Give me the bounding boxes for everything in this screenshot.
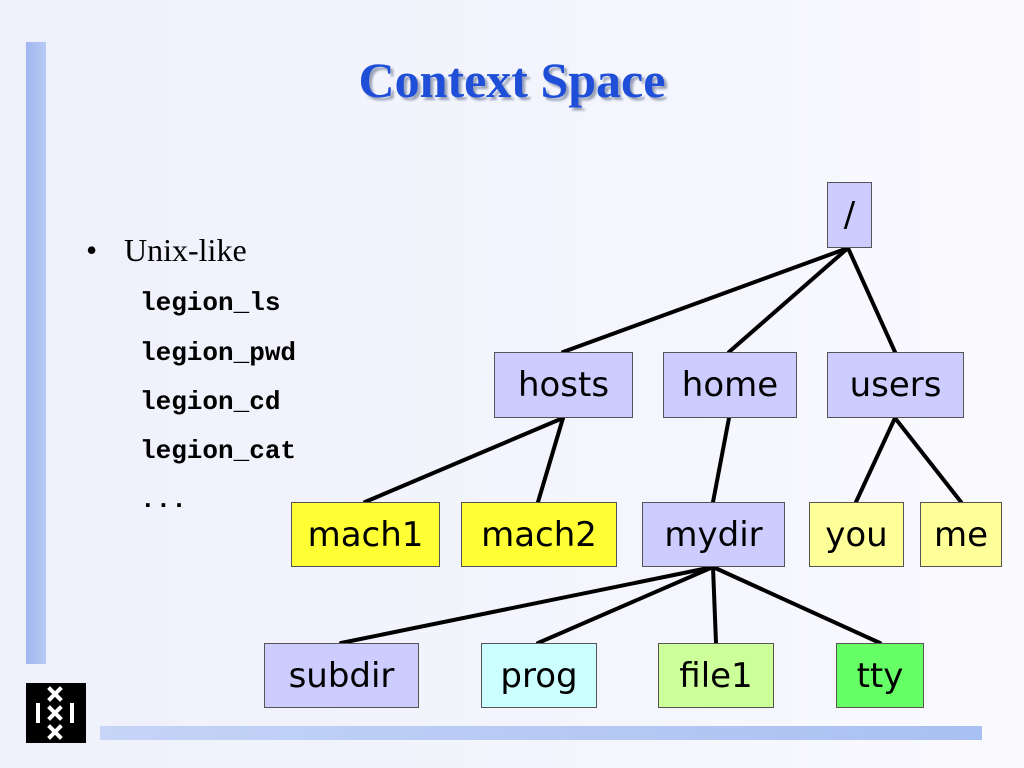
- edge-mydir-file1: [711, 565, 718, 645]
- node-mach2: mach2: [461, 502, 617, 567]
- command-legion-ls: legion_ls: [140, 288, 281, 318]
- edge-root-home: [727, 246, 850, 354]
- bottom-accent-bar: [100, 726, 982, 740]
- edge-mydir-prog: [536, 565, 715, 645]
- bullet-text: Unix-like: [124, 232, 247, 268]
- node-home: home: [663, 352, 797, 418]
- bullet-marker: •: [86, 232, 98, 268]
- node-hosts: hosts: [494, 352, 633, 418]
- node-me: me: [920, 502, 1002, 567]
- left-accent-bar: [26, 42, 46, 664]
- edge-hosts-mach1: [363, 416, 565, 504]
- slide-title: Context Space: [358, 52, 666, 108]
- edge-root-hosts: [561, 246, 850, 354]
- edge-users-you: [854, 416, 897, 504]
- edge-root-users: [846, 246, 897, 354]
- node-prog: prog: [481, 643, 597, 708]
- bullet-item: • Unix-like: [86, 234, 247, 266]
- node-root: /: [827, 182, 872, 248]
- node-mach1: mach1: [291, 502, 440, 567]
- edge-hosts-mach2: [536, 416, 565, 504]
- node-subdir: subdir: [264, 643, 419, 708]
- command-ellipsis: ...: [140, 485, 187, 515]
- edge-mydir-subdir: [339, 565, 715, 645]
- node-file1: file1: [658, 643, 774, 708]
- command-legion-cat: legion_cat: [140, 436, 297, 466]
- node-users: users: [827, 352, 964, 418]
- command-legion-pwd: legion_pwd: [140, 338, 297, 368]
- edge-home-mydir: [711, 416, 731, 504]
- university-logo: [26, 683, 86, 743]
- edge-users-me: [893, 416, 963, 504]
- node-mydir: mydir: [642, 502, 785, 567]
- node-you: you: [809, 502, 904, 567]
- edge-mydir-tty: [711, 565, 882, 645]
- command-legion-cd: legion_cd: [140, 387, 281, 417]
- node-tty: tty: [836, 643, 924, 708]
